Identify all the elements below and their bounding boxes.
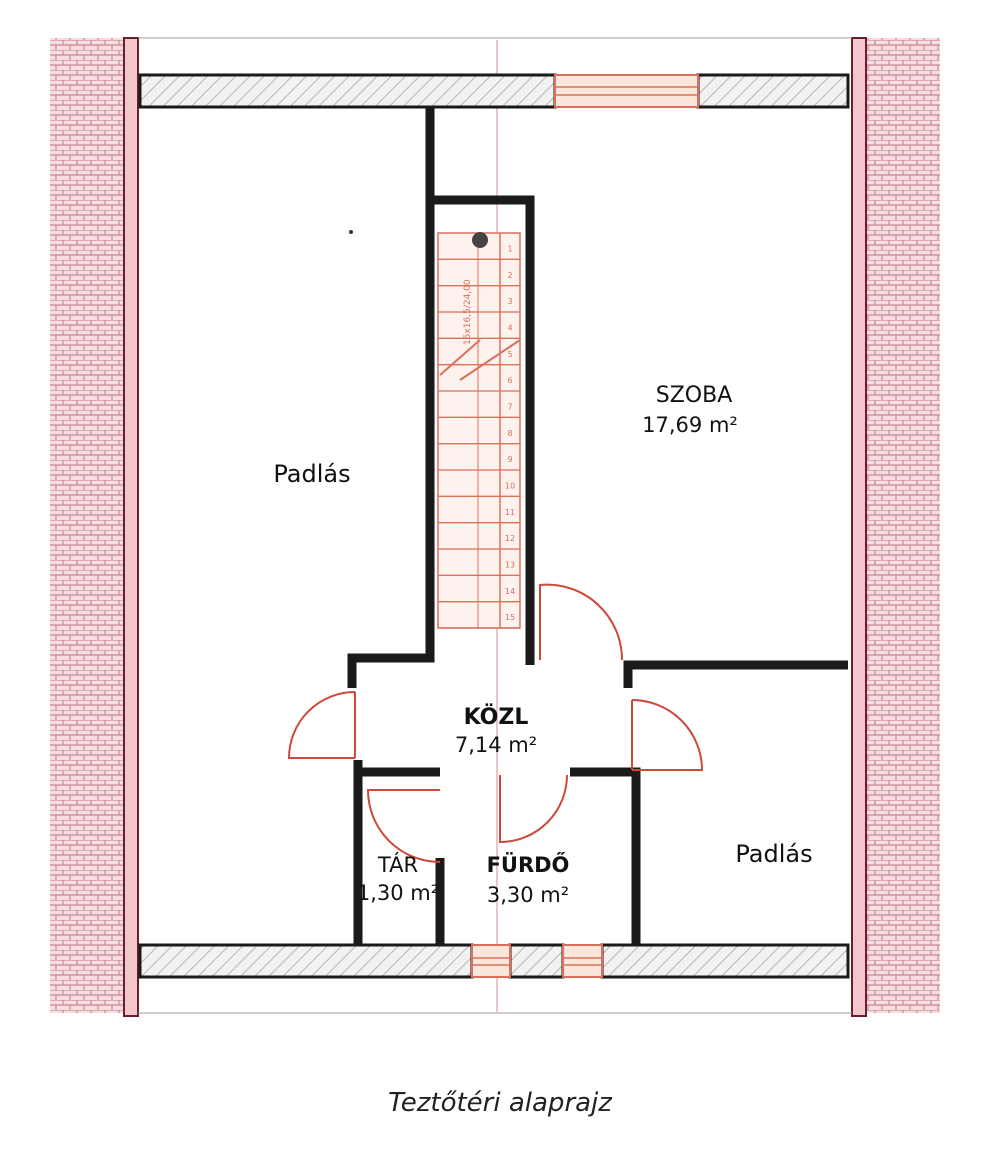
room-kozl-area: 7,14 m² [455, 733, 537, 757]
gable-wall-bottom [138, 943, 850, 979]
stair-step-number: 7 [507, 402, 512, 411]
stair-step-number: 14 [505, 587, 515, 596]
room-szoba-area: 17,69 m² [642, 413, 738, 437]
roof-slope-left [50, 38, 130, 1013]
stair-step-number: 15 [505, 613, 515, 622]
stair-step-number: 9 [507, 455, 512, 464]
room-tar-name: TÁR [377, 852, 418, 877]
stair-step-number: 11 [505, 508, 515, 517]
stair-step-number: 5 [507, 350, 512, 359]
gable-wall-top [138, 73, 850, 109]
window-top [554, 74, 699, 108]
knee-wall-left [123, 37, 139, 1017]
stair-step-number: 13 [505, 560, 515, 569]
stair-start-marker [472, 232, 488, 248]
stair-step-number: 2 [507, 271, 512, 280]
stair-step-number: 4 [507, 323, 512, 332]
room-furdo-area: 3,30 m² [487, 883, 569, 907]
room-kozl-name: KÖZL [464, 704, 529, 730]
roof-slope-right [860, 38, 940, 1013]
room-padlas-right-name: Padlás [735, 840, 812, 868]
plan-caption: Teztőtéri alaprajz [388, 1088, 612, 1118]
room-szoba-name: SZOBA [656, 383, 733, 408]
room-padlas-left-name: Padlás [273, 460, 350, 488]
interior-walls [347, 108, 848, 945]
room-tar-area: 1,30 m² [357, 881, 439, 905]
knee-wall-right [851, 37, 867, 1017]
window-bottom-left [471, 944, 511, 978]
stair-step-number: 3 [507, 297, 512, 306]
reference-dot [349, 230, 353, 234]
stair-step-number: 1 [507, 244, 512, 253]
doors [287, 583, 704, 863]
room-furdo-name: FÜRDŐ [487, 852, 570, 877]
stair-step-number: 12 [505, 534, 515, 543]
window-bottom-right [562, 944, 603, 978]
stair-dimension: 15x16,5/24,00 [463, 279, 473, 345]
stair-step-number: 6 [507, 376, 512, 385]
stair-step-number: 10 [505, 481, 515, 490]
stair-step-number: 8 [507, 429, 512, 438]
